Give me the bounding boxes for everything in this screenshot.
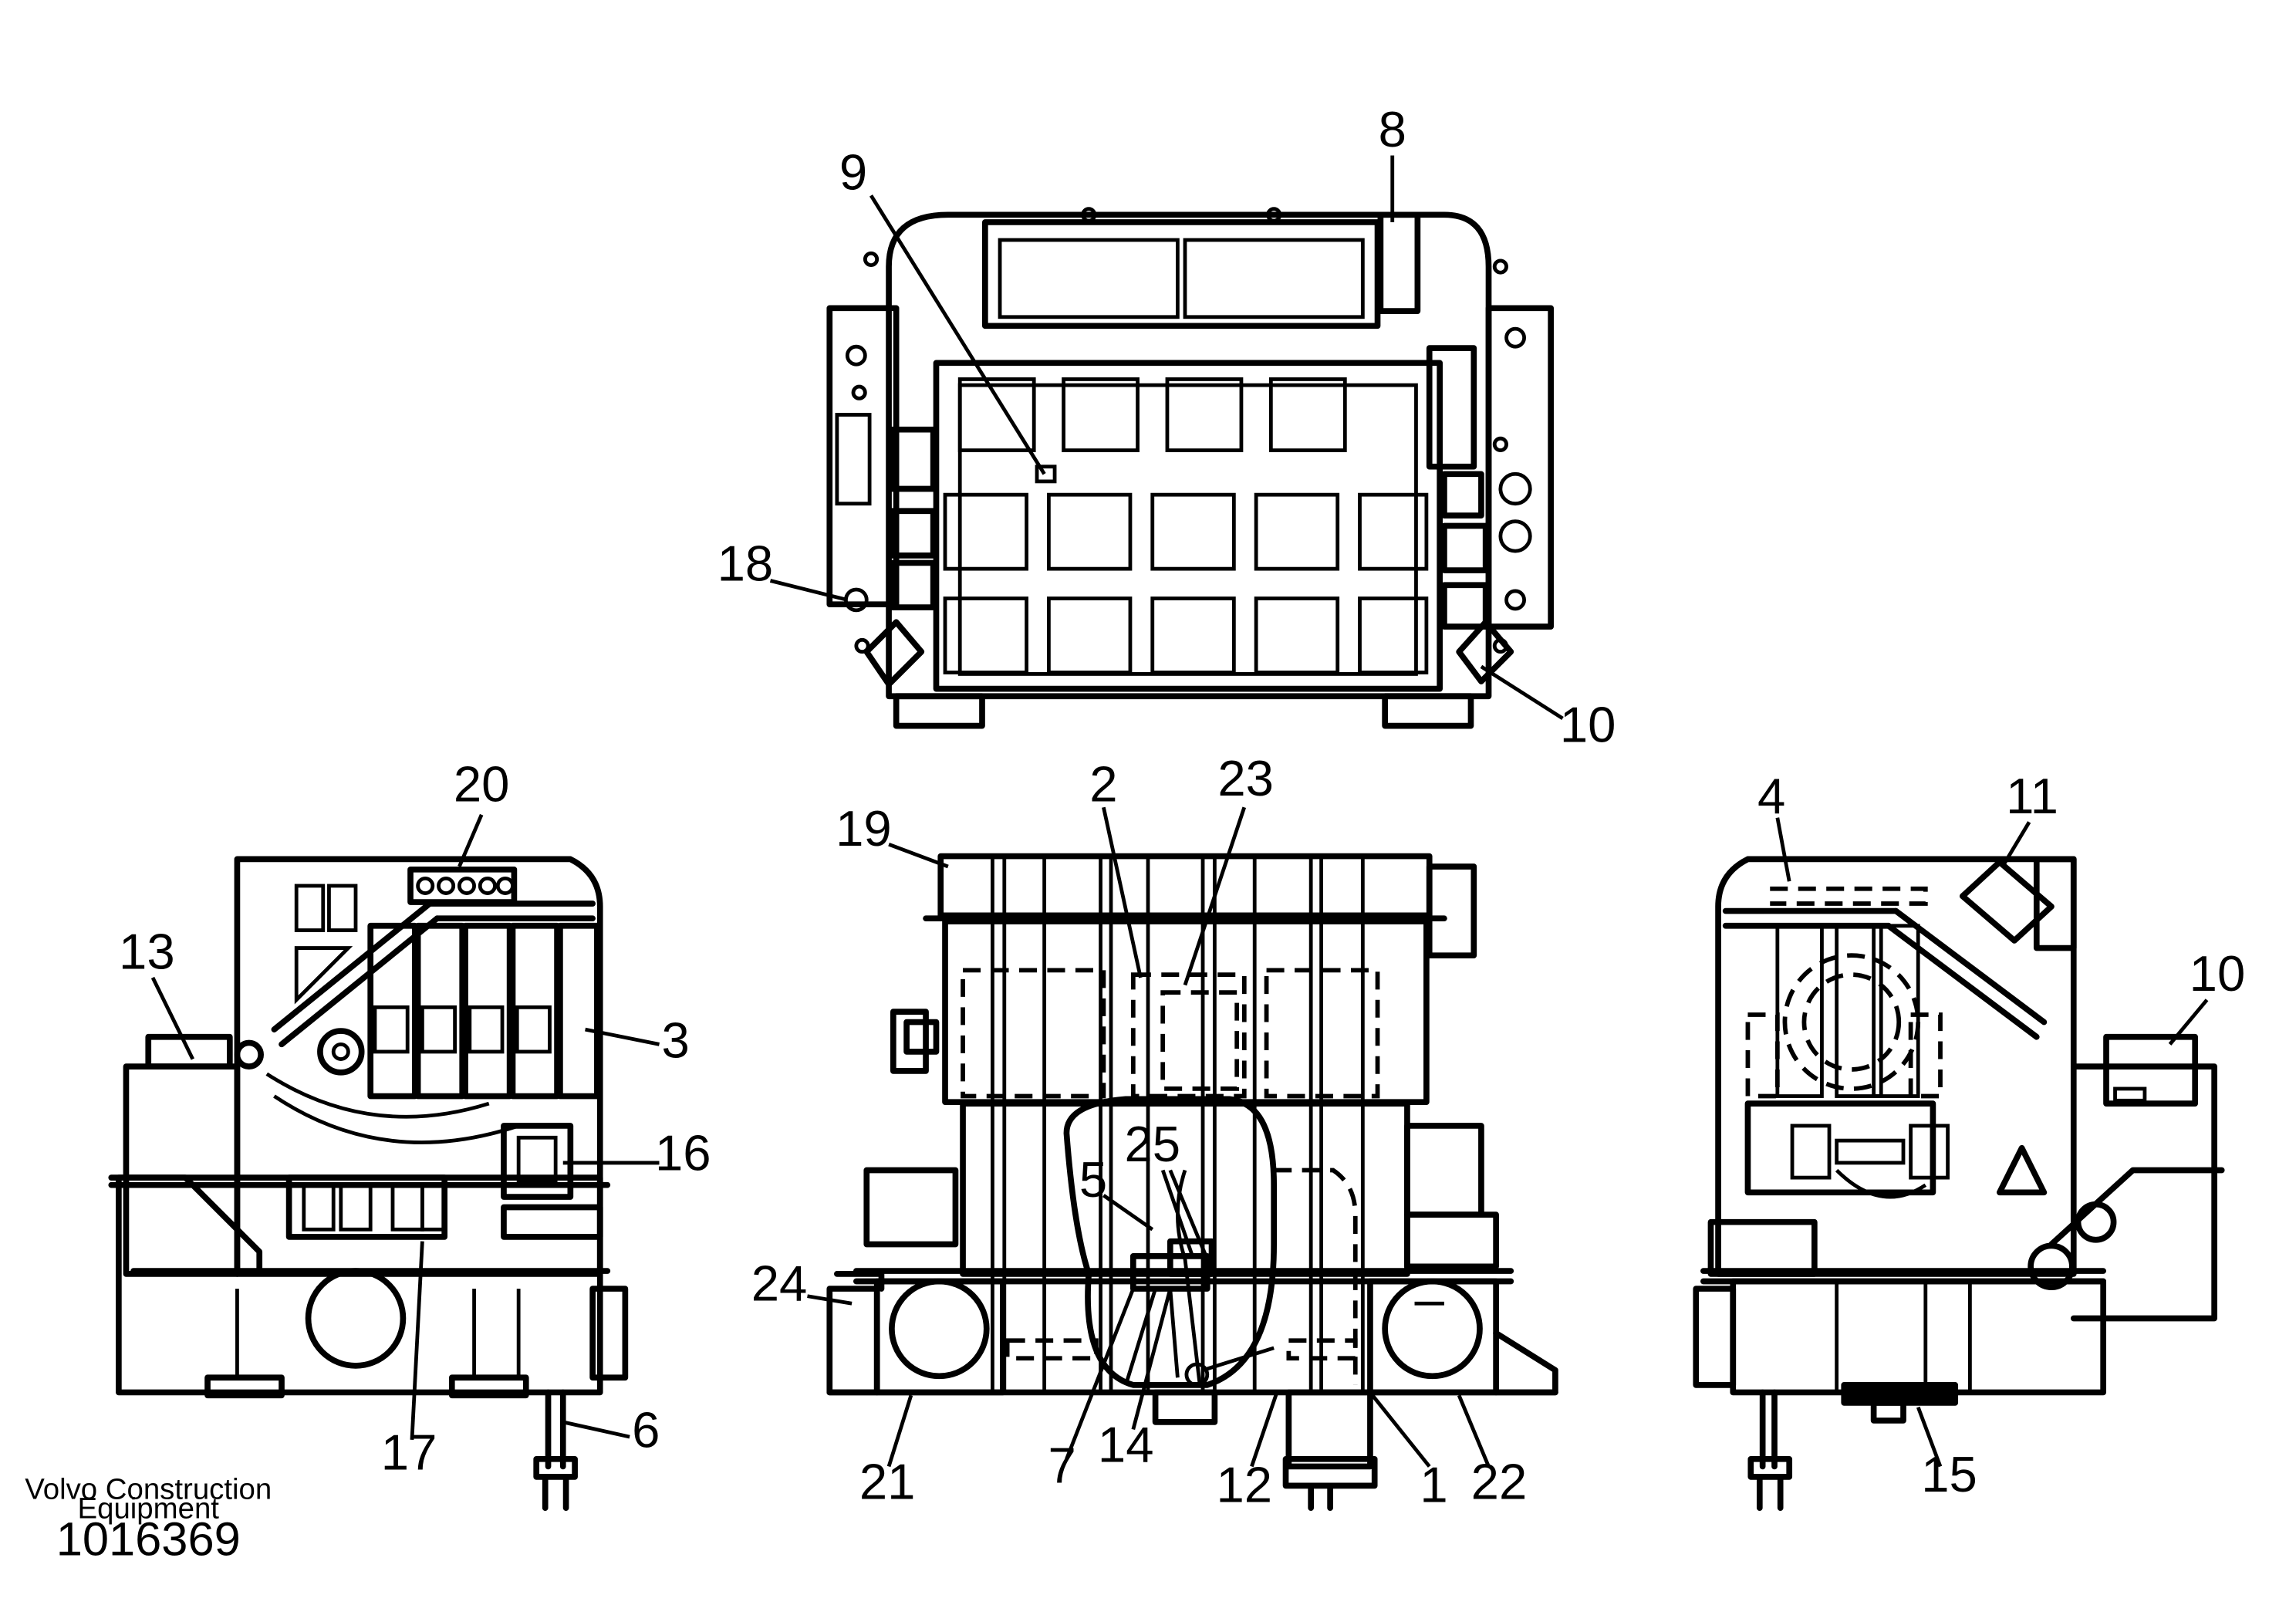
part-number: 1016369 — [56, 1513, 241, 1566]
callout-11: 11 — [2006, 768, 2058, 824]
callout-5: 5 — [1079, 1151, 1107, 1208]
callout-7: 7 — [1048, 1438, 1076, 1494]
callout-3: 3 — [661, 1012, 689, 1069]
callout-2: 2 — [1089, 756, 1117, 813]
front-view — [826, 853, 1558, 1512]
callout-6: 6 — [632, 1401, 660, 1458]
callout-18: 18 — [718, 535, 774, 591]
credit-line-2: Equipment — [78, 1492, 220, 1526]
left-side-view — [108, 856, 629, 1512]
callout-15: 15 — [1921, 1446, 1977, 1502]
leader-lines — [150, 155, 2209, 1468]
credit-line-1: Volvo Construction — [25, 1473, 272, 1506]
callout-labels: 1 2 3 4 5 6 7 8 9 10 10 11 12 13 14 15 1… — [119, 101, 2245, 1512]
callout-20: 20 — [454, 756, 510, 813]
callout-22: 22 — [1471, 1454, 1528, 1510]
callout-21: 21 — [859, 1454, 916, 1510]
callout-1: 1 — [1420, 1457, 1447, 1513]
credit-block: Volvo Construction Equipment 1016369 — [25, 1473, 272, 1566]
callout-10-top: 10 — [1560, 697, 1616, 753]
top-view — [826, 207, 1554, 729]
callout-10-right: 10 — [2190, 945, 2246, 1002]
callout-8: 8 — [1379, 101, 1406, 157]
callout-25: 25 — [1124, 1116, 1180, 1172]
grid-cells — [943, 377, 1429, 674]
callout-24: 24 — [751, 1255, 808, 1311]
callout-9: 9 — [839, 144, 867, 201]
callout-4: 4 — [1757, 768, 1785, 824]
callout-17: 17 — [381, 1424, 437, 1480]
callout-19: 19 — [836, 800, 892, 857]
right-side-view — [1693, 856, 2225, 1512]
callout-14: 14 — [1098, 1417, 1154, 1473]
callout-12: 12 — [1216, 1457, 1272, 1513]
callout-16: 16 — [655, 1125, 711, 1181]
callout-13: 13 — [119, 923, 175, 979]
callout-23: 23 — [1217, 750, 1274, 806]
